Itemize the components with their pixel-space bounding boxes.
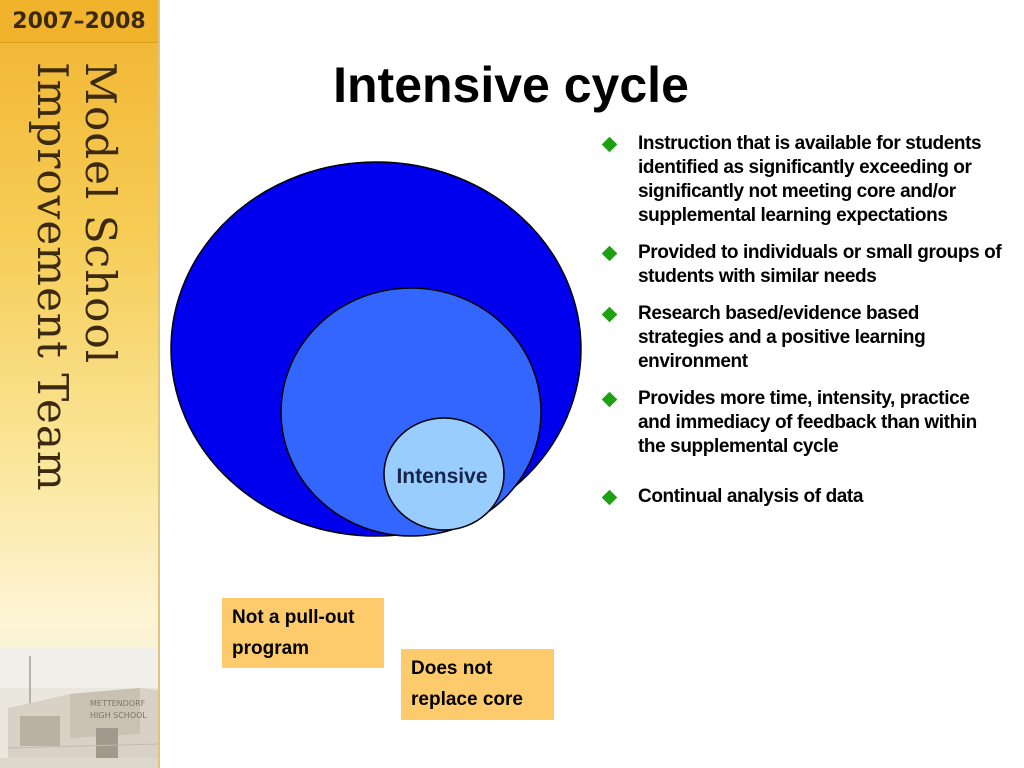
bullet-item: Provided to individuals or small groups … (601, 241, 1002, 289)
photo-sign-line2: HIGH SCHOOL (90, 711, 147, 720)
diamond-bullet-icon (601, 391, 618, 408)
inner-circle (383, 417, 505, 531)
bullet-text: Provided to individuals or small groups … (638, 242, 1002, 287)
note-not-pullout: Not a pull-out program (222, 598, 384, 668)
bullet-text: Research based/evidence based strategies… (638, 303, 926, 372)
bullet-text: Continual analysis of data (638, 486, 864, 507)
banner-title: Model School Improvement Team (22, 58, 132, 518)
school-photo: METTENDORF HIGH SCHOOL (0, 648, 158, 768)
banner-title-line2: Improvement Team (28, 62, 77, 492)
slide-title: Intensive cycle (0, 56, 1024, 114)
bullet-item: Instruction that is available for studen… (601, 132, 1002, 228)
bullet-text: Provides more time, intensity, practice … (638, 388, 977, 457)
slide-title-text: Intensive cycle (333, 57, 689, 113)
bullet-list: Instruction that is available for studen… (601, 132, 1002, 522)
diamond-bullet-icon (601, 489, 618, 506)
photo-sign-line1: METTENDORF (90, 699, 146, 708)
bullet-item: Research based/evidence based strategies… (601, 302, 1002, 374)
diamond-bullet-icon (601, 136, 618, 153)
bullet-item: Continual analysis of data (601, 485, 1002, 509)
side-banner: 2007–2008 Model School Improvement Team … (0, 0, 160, 768)
bullet-item: Provides more time, intensity, practice … (601, 387, 1002, 459)
banner-year: 2007–2008 (0, 0, 158, 43)
diamond-bullet-icon (601, 245, 618, 262)
diamond-bullet-icon (601, 306, 618, 323)
note-not-replace-core: Does not replace core (401, 649, 554, 720)
bullet-text: Instruction that is available for studen… (638, 133, 982, 226)
cycle-diagram: Intensive (160, 150, 600, 550)
banner-title-line1: Model School (76, 62, 125, 364)
inner-circle-label: Intensive (396, 465, 487, 488)
